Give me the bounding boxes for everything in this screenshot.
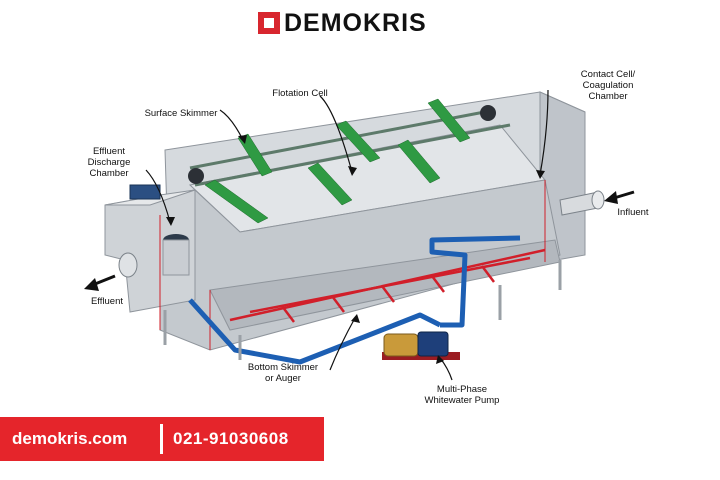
label-contact-cell: Contact Cell/ Coagulation Chamber bbox=[580, 69, 636, 102]
brand-name: DEMOKRIS bbox=[284, 8, 427, 37]
surface-skimmer-paddles bbox=[204, 98, 471, 224]
label-surface-skimmer: Surface Skimmer bbox=[144, 108, 218, 119]
leader-arrowheads bbox=[166, 135, 545, 364]
contact-divider bbox=[160, 424, 163, 454]
effluent-outlet bbox=[118, 252, 138, 278]
label-flotation-cell: Flotation Cell bbox=[272, 88, 328, 99]
label-effluent: Effluent bbox=[90, 296, 124, 307]
effluent-arrow-icon bbox=[84, 274, 116, 291]
tank-supports bbox=[163, 260, 562, 360]
label-pump: Multi-Phase Whitewater Pump bbox=[424, 384, 500, 406]
pump-motor bbox=[383, 333, 419, 357]
label-influent: Influent bbox=[617, 207, 649, 218]
brand-logo: DEMOKRIS bbox=[258, 6, 427, 40]
callout-leaders bbox=[145, 89, 549, 381]
whitewater-piping bbox=[188, 235, 521, 365]
label-bottom-skimmer: Bottom Skimmer or Auger bbox=[247, 362, 319, 384]
website-link[interactable]: demokris.com bbox=[12, 429, 128, 448]
pump-body bbox=[417, 331, 449, 357]
phone-number[interactable]: 021-91030608 bbox=[173, 429, 289, 448]
influent-arrow-icon bbox=[604, 190, 635, 204]
logo-mark-icon bbox=[258, 12, 280, 34]
bottom-skimmer-frame bbox=[229, 248, 546, 323]
skimmer-motor bbox=[129, 184, 161, 200]
label-effluent-chamber: Effluent Discharge Chamber bbox=[87, 146, 131, 179]
skimmer-drive-wheel-left bbox=[188, 168, 204, 184]
skimmer-drive-wheel-right bbox=[480, 105, 496, 121]
contact-bar: demokris.com 021-91030608 bbox=[0, 417, 324, 461]
